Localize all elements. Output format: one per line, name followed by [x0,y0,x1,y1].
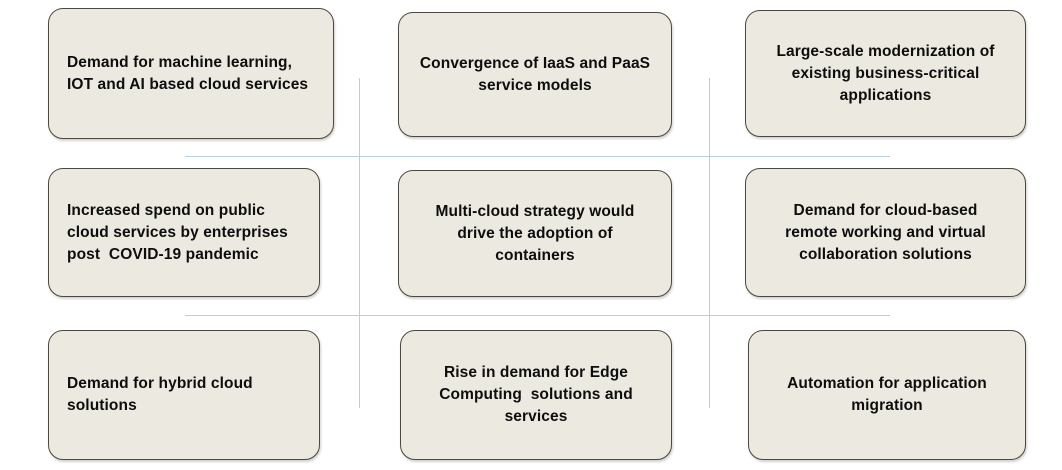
card-row2-col1[interactable]: Increased spend on public cloud services… [48,168,320,297]
grid-line-horizontal-1 [185,156,890,157]
card-label: Demand for cloud-based remote working an… [785,201,986,263]
grid-line-horizontal-2 [185,315,890,316]
card-row1-col1[interactable]: Demand for machine learning, IOT and AI … [48,8,334,139]
card-row2-col3[interactable]: Demand for cloud-based remote working an… [745,168,1026,297]
grid-line-vertical-1 [359,78,360,408]
card-label: Increased spend on public cloud services… [67,201,288,263]
card-row3-col3[interactable]: Automation for application migration [748,330,1026,460]
card-row3-col1[interactable]: Demand for hybrid cloud solutions [48,330,320,460]
card-row1-col3[interactable]: Large-scale modernization of existing bu… [745,10,1026,137]
card-label: Convergence of IaaS and PaaS service mod… [419,54,651,94]
card-label: Demand for machine learning, IOT and AI … [67,53,309,93]
card-label: Multi-cloud strategy would drive the ado… [435,202,635,264]
card-label: Automation for application migration [787,375,987,414]
card-row1-col2[interactable]: Convergence of IaaS and PaaS service mod… [398,12,672,137]
grid-line-vertical-2 [709,78,710,408]
card-row2-col2[interactable]: Multi-cloud strategy would drive the ado… [398,170,672,297]
card-label: Rise in demand for Edge Computing soluti… [439,364,633,425]
card-row3-col2[interactable]: Rise in demand for Edge Computing soluti… [400,330,672,460]
card-label: Demand for hybrid cloud solutions [67,375,253,414]
card-label: Large-scale modernization of existing bu… [776,42,995,104]
